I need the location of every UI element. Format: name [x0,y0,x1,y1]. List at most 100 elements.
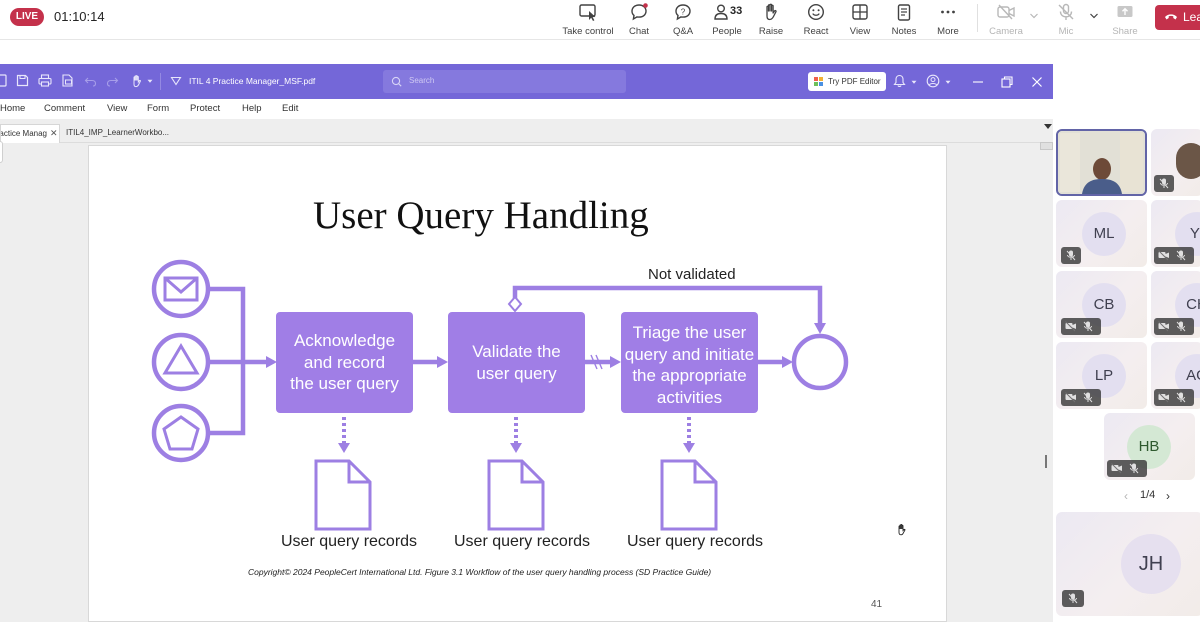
arrowhead-step3 [610,356,621,368]
react-button[interactable]: React [799,0,833,38]
avatar: JH [1121,534,1181,594]
participant-tile-jh[interactable]: JH [1056,512,1200,616]
camera-mic-off-indicator [1107,460,1147,477]
menu-protect[interactable]: Protect [190,103,221,114]
account-icon[interactable] [926,74,940,88]
collapse-toolbar-icon[interactable] [170,75,182,87]
dotted-arrowhead-1 [338,443,350,453]
chat-button[interactable]: Chat [622,0,656,38]
participant-tile-ag[interactable]: AG [1151,342,1200,409]
participant-video-tile[interactable] [1056,129,1147,196]
share-button[interactable]: Share [1108,0,1142,38]
menu-home[interactable]: Home [0,103,26,114]
mic-muted-indicator [1154,175,1174,192]
undo-icon[interactable] [84,74,97,87]
take-control-icon [560,2,616,24]
leave-button[interactable]: Leave [1155,5,1200,30]
mic-off-icon [1052,2,1080,24]
step-label-acknowledge: Acknowledge and record the user query [290,331,399,393]
document-icon-3 [660,459,718,531]
people-button[interactable]: People [708,0,746,38]
account-dropdown-icon[interactable] [945,80,951,85]
hand-tool-dropdown-icon[interactable] [147,79,153,84]
participant-photo [1176,143,1200,179]
view-icon [845,2,875,24]
take-control-button[interactable]: Take control [560,0,616,38]
save-icon[interactable] [16,74,29,87]
more-button[interactable]: More [932,0,964,38]
camera-button[interactable]: Camera [986,0,1026,38]
notes-button[interactable]: Notes [887,0,921,38]
participant-tile-photo[interactable] [1151,129,1200,196]
hand-tool-icon[interactable] [130,74,144,88]
close-tab-icon[interactable]: ✕ [50,128,58,138]
open-folder-icon[interactable] [0,74,8,87]
minimize-icon[interactable] [971,75,985,89]
pdf-titlebar: ITIL 4 Practice Manager_MSF.pdf Search T… [0,64,1053,99]
participant-tile-yi[interactable]: YI [1151,200,1200,267]
mic-options-chevron-icon[interactable] [1089,11,1099,21]
hang-up-icon [1165,14,1177,20]
participant-tile-hb[interactable]: HB [1104,413,1195,480]
qa-button[interactable]: ? Q&A [667,0,699,38]
restore-icon[interactable] [1000,75,1014,89]
raise-hand-button[interactable]: Raise [755,0,787,38]
pdf-editor-logo-icon [814,77,823,86]
decision-diamond [507,295,523,313]
print-icon[interactable] [38,74,52,87]
dotted-arrowhead-3 [683,443,695,453]
search-icon [391,76,402,87]
mic-muted-indicator [1062,590,1084,607]
notes-label: Notes [891,26,917,37]
panel-resize-handle[interactable] [1045,455,1047,468]
participant-tile-ml[interactable]: ML [1056,200,1147,267]
menu-edit[interactable]: Edit [282,103,299,114]
participant-tile-cb[interactable]: CB [1056,271,1147,338]
pdf-search-input[interactable]: Search [383,70,626,93]
not-validated-label: Not validated [648,266,736,283]
menu-form[interactable]: Form [147,103,170,114]
view-label: View [849,26,871,37]
tab-itil4-practice-manager[interactable]: ITIL 4 Practice Manag... ✕ [0,124,60,143]
try-pdf-editor-label: Try PDF Editor [828,77,881,86]
triangle-icon [162,343,200,375]
notification-bell-icon[interactable] [893,74,906,88]
tab-itil4-learner-workbook[interactable]: ITIL4_IMP_LearnerWorkbo... [66,124,169,143]
end-circle [791,333,849,391]
menu-help[interactable]: Help [242,103,262,114]
menu-view[interactable]: View [107,103,128,114]
export-pdf-icon[interactable] [61,74,74,87]
scrollbar-thumb[interactable] [1040,142,1053,150]
share-label: Share [1112,26,1138,37]
camera-label: Camera [989,26,1023,37]
mic-label: Mic [1058,26,1074,37]
participants-panel: ML YI CB CH LP AG HB JH [1053,122,1200,622]
menu-comment[interactable]: Comment [44,103,86,114]
record-label-1: User query records [281,533,418,550]
close-window-icon[interactable] [1030,75,1044,89]
mic-button[interactable]: Mic [1052,0,1080,38]
participant-tile-ch[interactable]: CH [1151,271,1200,338]
notification-dropdown-icon[interactable] [911,80,917,85]
step-label-validate: Validate the user query [472,342,561,383]
record-label-3: User query records [627,533,764,550]
camera-options-chevron-icon[interactable] [1029,11,1039,21]
redo-icon[interactable] [106,74,119,87]
participant-tile-lp[interactable]: LP [1056,342,1147,409]
avatar: ML [1082,212,1126,256]
next-page-chevron-icon[interactable]: › [1166,489,1170,503]
pentagon-icon [162,415,200,451]
try-pdf-editor-button[interactable]: Try PDF Editor [808,72,886,91]
chat-label: Chat [628,26,650,37]
scroll-up-arrow-icon[interactable] [1044,124,1052,129]
leave-label: Leave [1183,10,1200,24]
pentagon-input-circle [151,403,211,463]
camera-mic-off-indicator [1154,247,1194,264]
camera-mic-off-indicator [1061,318,1101,335]
previous-page-chevron-icon[interactable]: ‹ [1124,489,1128,503]
chat-icon [622,2,656,24]
meeting-timer: 01:10:14 [54,9,105,24]
side-panel-handle[interactable] [0,141,3,163]
view-button[interactable]: View [845,0,875,38]
search-placeholder: Search [409,76,435,85]
